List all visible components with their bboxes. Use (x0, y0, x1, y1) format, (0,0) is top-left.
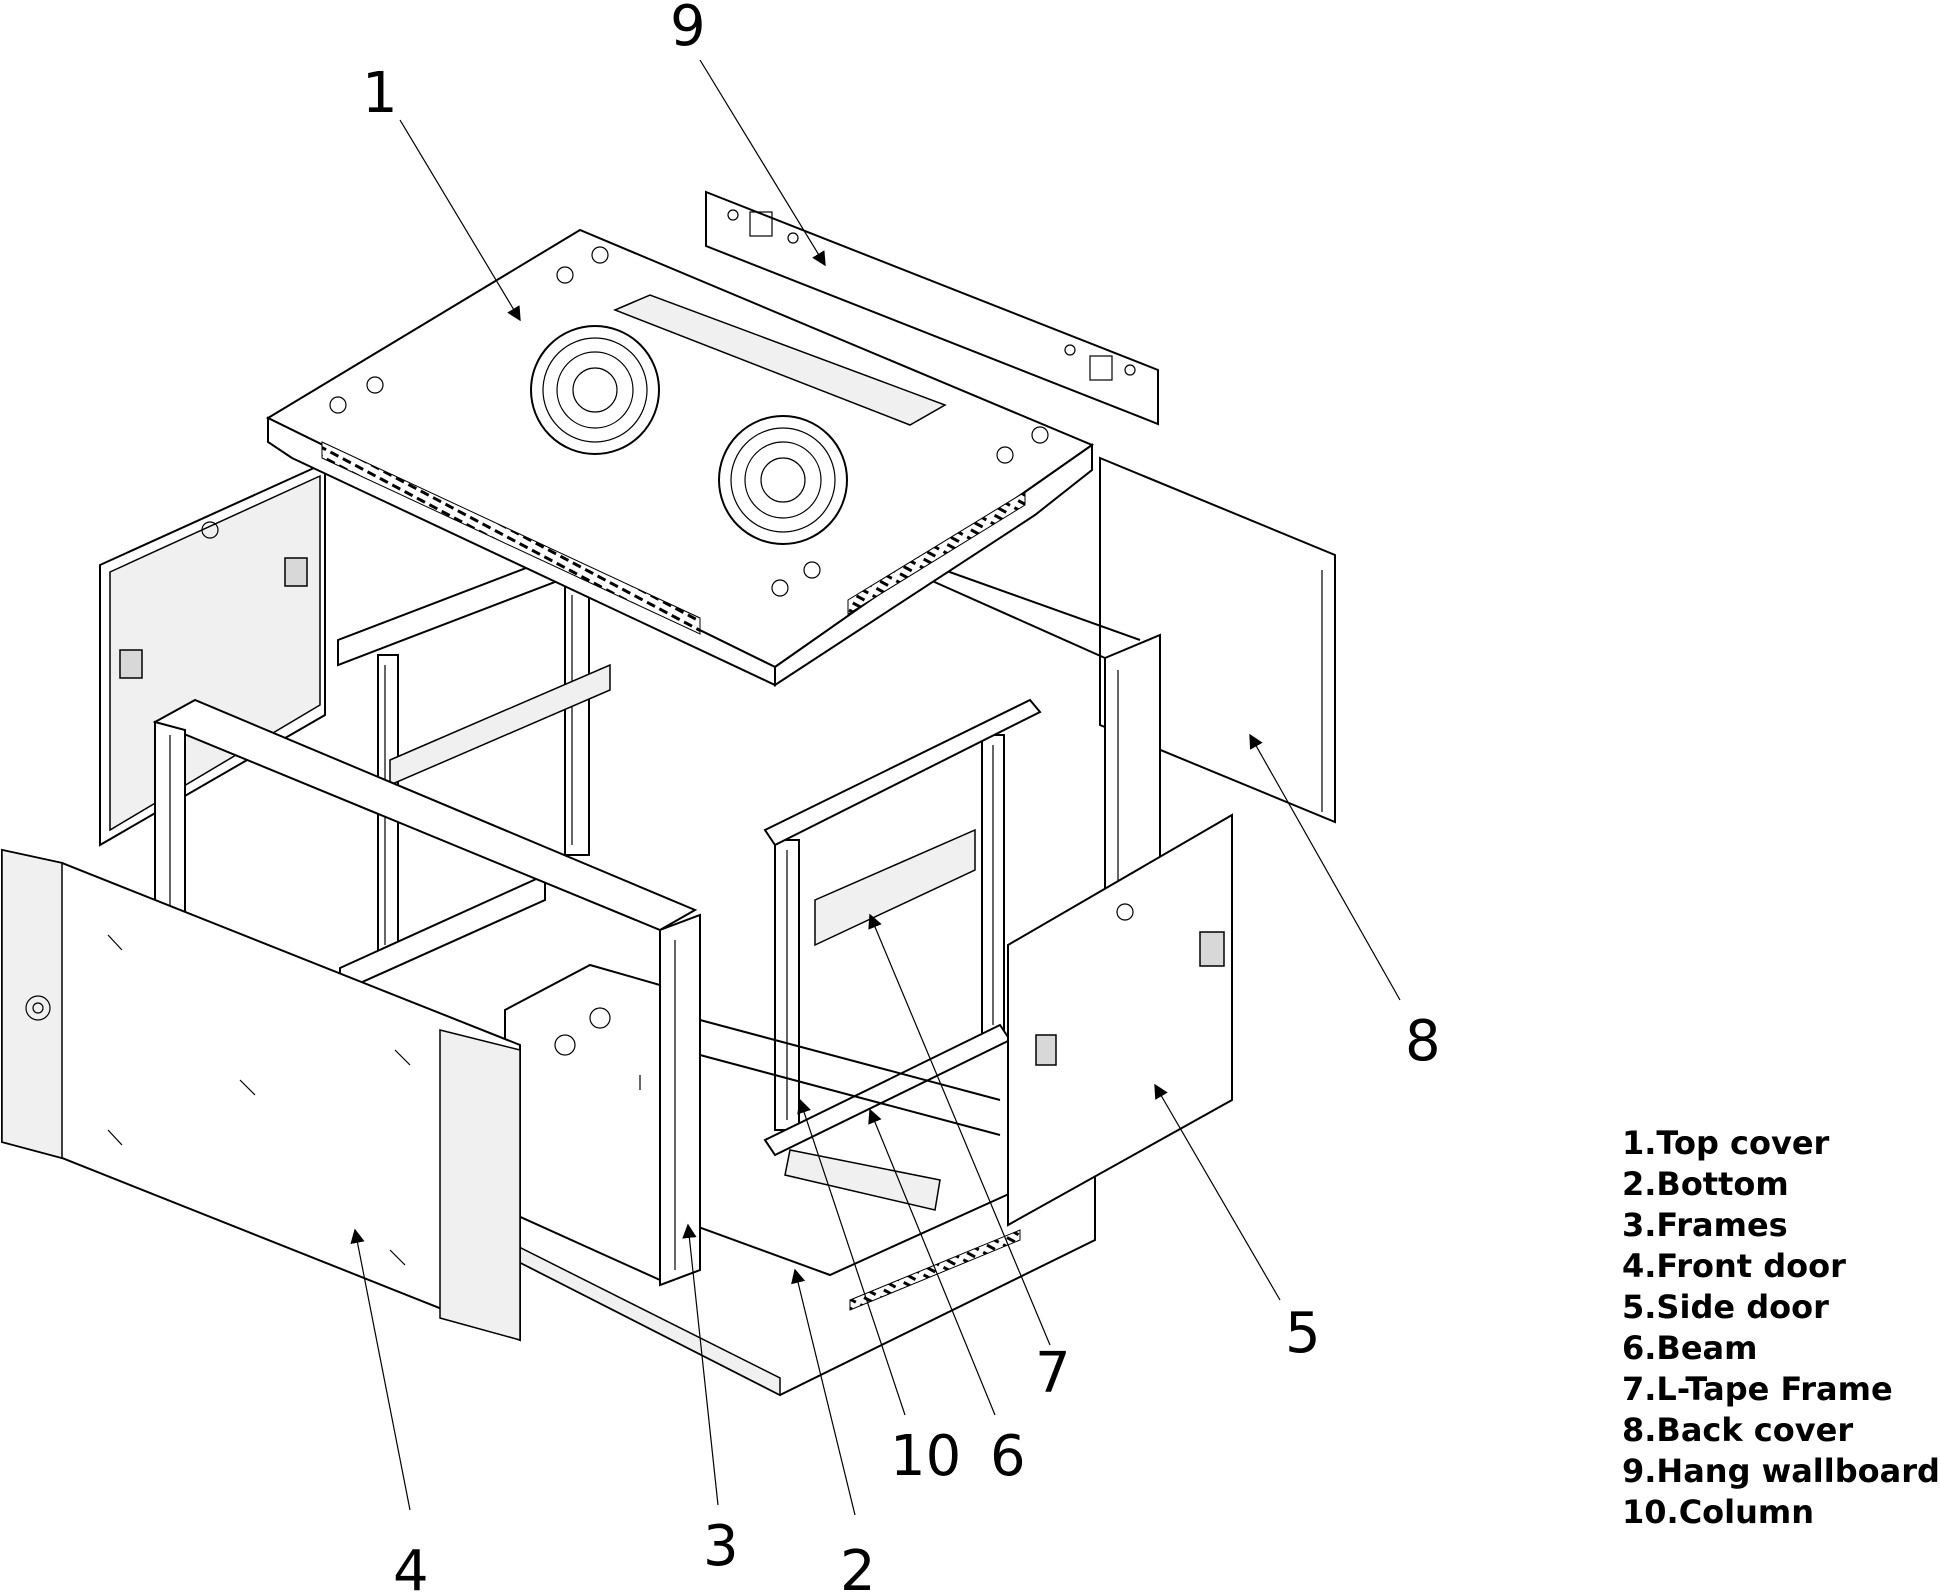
leader-lines (350, 59, 1401, 1516)
leader-9 (699, 59, 826, 267)
legend-item: 3.Frames (1622, 1206, 1788, 1244)
legend-item: 2.Bottom (1622, 1165, 1789, 1203)
rear-beams (337, 553, 611, 994)
leader-3 (682, 1223, 719, 1506)
leader-7 (868, 913, 1051, 1346)
callout-1: 1 (362, 61, 398, 126)
front-door (1, 848, 521, 1342)
callout-10: 10 (890, 1424, 961, 1489)
callout-6: 6 (990, 1424, 1026, 1489)
leader-2 (791, 1268, 856, 1516)
right-rack-frame (763, 698, 1042, 1157)
legend-item: 9.Hang wallboard (1622, 1452, 1940, 1490)
callout-7: 7 (1035, 1341, 1071, 1406)
leader-1 (399, 119, 521, 322)
callout-9: 9 (670, 0, 706, 59)
legend-item: 10.Column (1622, 1493, 1815, 1531)
legend-item: 4.Front door (1622, 1247, 1846, 1285)
lower-beams (699, 1019, 1001, 1211)
callout-5: 5 (1285, 1301, 1321, 1366)
legend-item: 1.Top cover (1622, 1124, 1830, 1162)
left-side-panel (99, 461, 326, 847)
top-cover (265, 228, 1095, 687)
callout-4: 4 (393, 1539, 429, 1596)
leader-10 (797, 1098, 906, 1416)
callout-2: 2 (840, 1539, 876, 1596)
leader-8 (1249, 733, 1401, 1001)
leader-4 (350, 1228, 411, 1511)
leader-5 (1154, 1083, 1281, 1301)
side-door (1007, 813, 1233, 1227)
legend-item: 6.Beam (1622, 1329, 1758, 1367)
parts-legend: 1.Top cover 2.Bottom 3.Frames 4.Front do… (1622, 1123, 1940, 1533)
legend-item: 5.Side door (1622, 1288, 1829, 1326)
callout-8: 8 (1405, 1009, 1441, 1074)
legend-item: 7.L-Tape Frame (1622, 1370, 1893, 1408)
hang-wallboard (705, 190, 1159, 426)
legend-item: 8.Back cover (1622, 1411, 1854, 1449)
front-frame (152, 698, 701, 1287)
leader-6 (868, 1108, 996, 1416)
callout-3: 3 (703, 1514, 739, 1579)
